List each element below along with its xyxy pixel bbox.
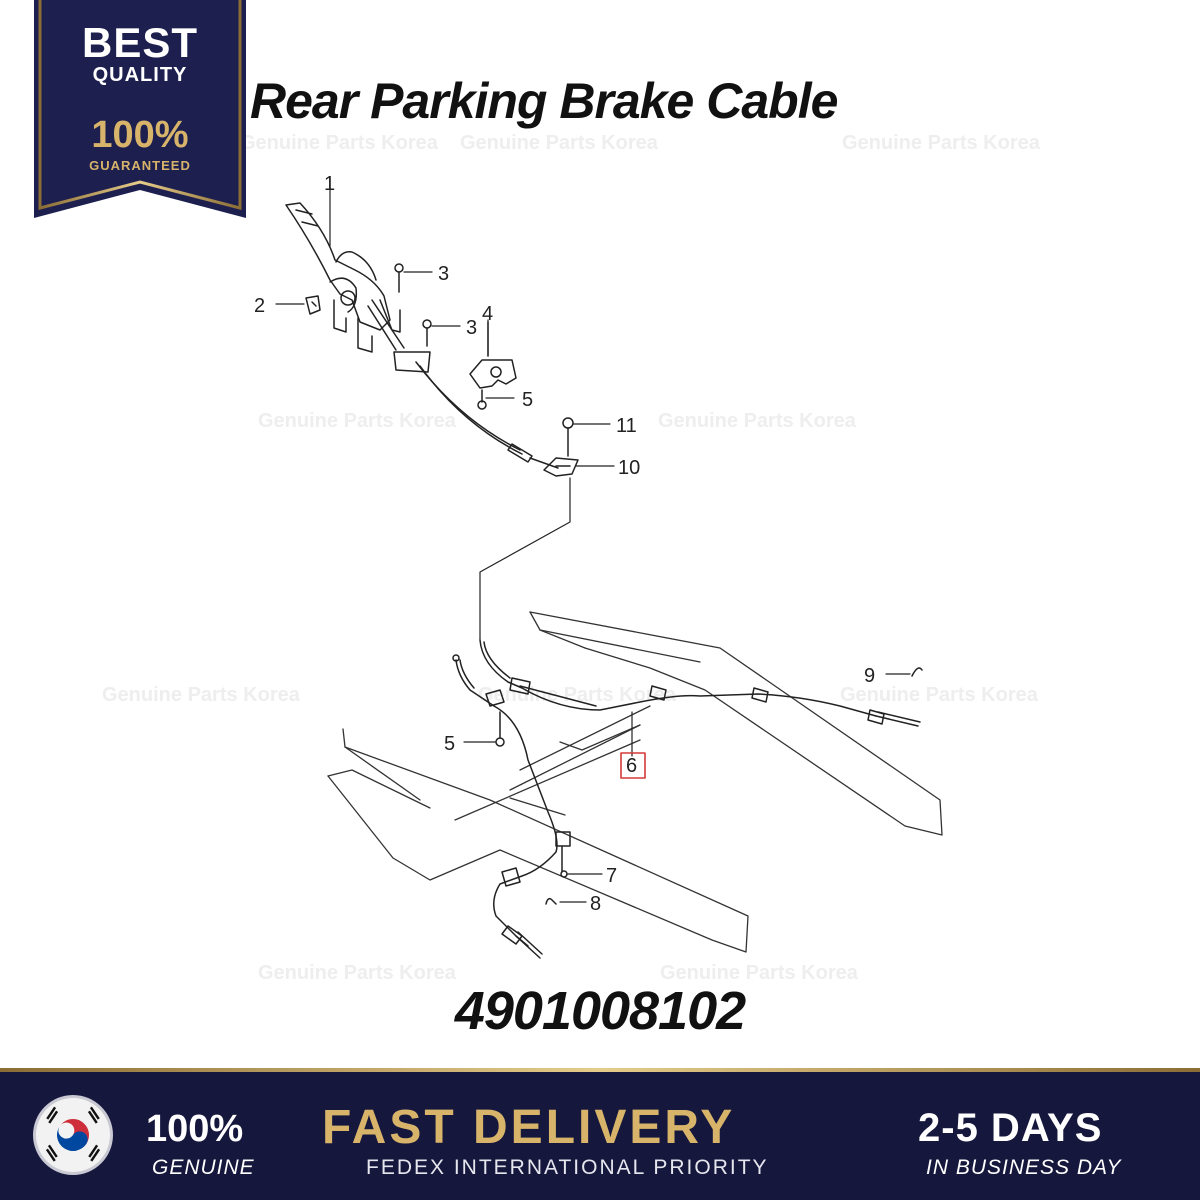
watermark: Genuine Parts Korea	[660, 962, 858, 984]
bolt-part	[560, 845, 568, 878]
badge-guaranteed: GUARANTEED	[89, 158, 191, 173]
genuine-percent: 100%	[146, 1108, 244, 1150]
badge-quality: QUALITY	[92, 64, 188, 86]
part-number: 4901008102	[454, 981, 746, 1041]
callout-10: 10	[618, 457, 640, 479]
clip-part	[305, 295, 321, 315]
shipping-method: FEDEX INTERNATIONAL PRIORITY	[366, 1156, 769, 1179]
callout-4: 4	[482, 303, 493, 325]
front-cable	[367, 299, 559, 469]
badge-best: BEST	[81, 19, 198, 66]
rear-cable-assembly	[452, 639, 921, 959]
bolt-part	[477, 389, 487, 410]
watermark: Genuine Parts Korea	[102, 684, 300, 706]
vehicle-frame	[327, 611, 943, 953]
watermark: Genuine Parts Korea	[658, 410, 856, 432]
callout-6: 6	[626, 755, 637, 777]
footer-gold-line	[0, 1068, 1200, 1072]
watermark: Genuine Parts Korea	[258, 962, 456, 984]
genuine-label: GENUINE	[152, 1156, 255, 1179]
callout-1: 1	[324, 173, 335, 195]
callout-9: 9	[864, 665, 875, 687]
footer-banner	[0, 1068, 1200, 1200]
quality-badge-icon	[34, 0, 246, 218]
bolt-part	[495, 711, 505, 747]
callout-2: 2	[254, 295, 265, 317]
bolt-parts	[394, 263, 432, 347]
watermark: Genuine Parts Korea	[258, 410, 456, 432]
callout-3: 3	[466, 317, 477, 339]
parts-diagram: 1 2 3 3 4 5 11 10 9 5 6 7 8	[254, 173, 943, 959]
watermark: Genuine Parts Korea	[460, 132, 658, 154]
page-title: Rear Parking Brake Cable	[250, 73, 838, 129]
callout-11: 11	[616, 415, 637, 437]
watermark: Genuine Parts Korea	[842, 132, 1040, 154]
clip-part	[911, 667, 923, 677]
badge-percent: 100%	[91, 114, 189, 156]
korea-flag-icon	[36, 1098, 110, 1172]
callout-5: 5	[522, 389, 533, 411]
callout-8: 8	[590, 893, 601, 915]
clip-part	[545, 897, 557, 905]
callout-3: 3	[438, 263, 449, 285]
bolt-part	[562, 417, 574, 457]
leader-line	[479, 477, 571, 641]
parking-brake-lever	[285, 202, 401, 353]
watermark: Genuine Parts Korea	[478, 684, 676, 706]
callout-7: 7	[606, 865, 617, 887]
fast-delivery-heading: FAST DELIVERY	[322, 1101, 736, 1154]
highlight-box	[620, 752, 646, 779]
watermark: Genuine Parts Korea	[240, 132, 438, 154]
callout-5: 5	[444, 733, 455, 755]
watermark: Genuine Parts Korea	[840, 684, 1038, 706]
business-day-label: IN BUSINESS DAY	[926, 1156, 1122, 1179]
leader-lines	[275, 189, 911, 903]
delivery-days: 2-5 DAYS	[918, 1106, 1103, 1150]
equalizer-part	[543, 457, 579, 477]
